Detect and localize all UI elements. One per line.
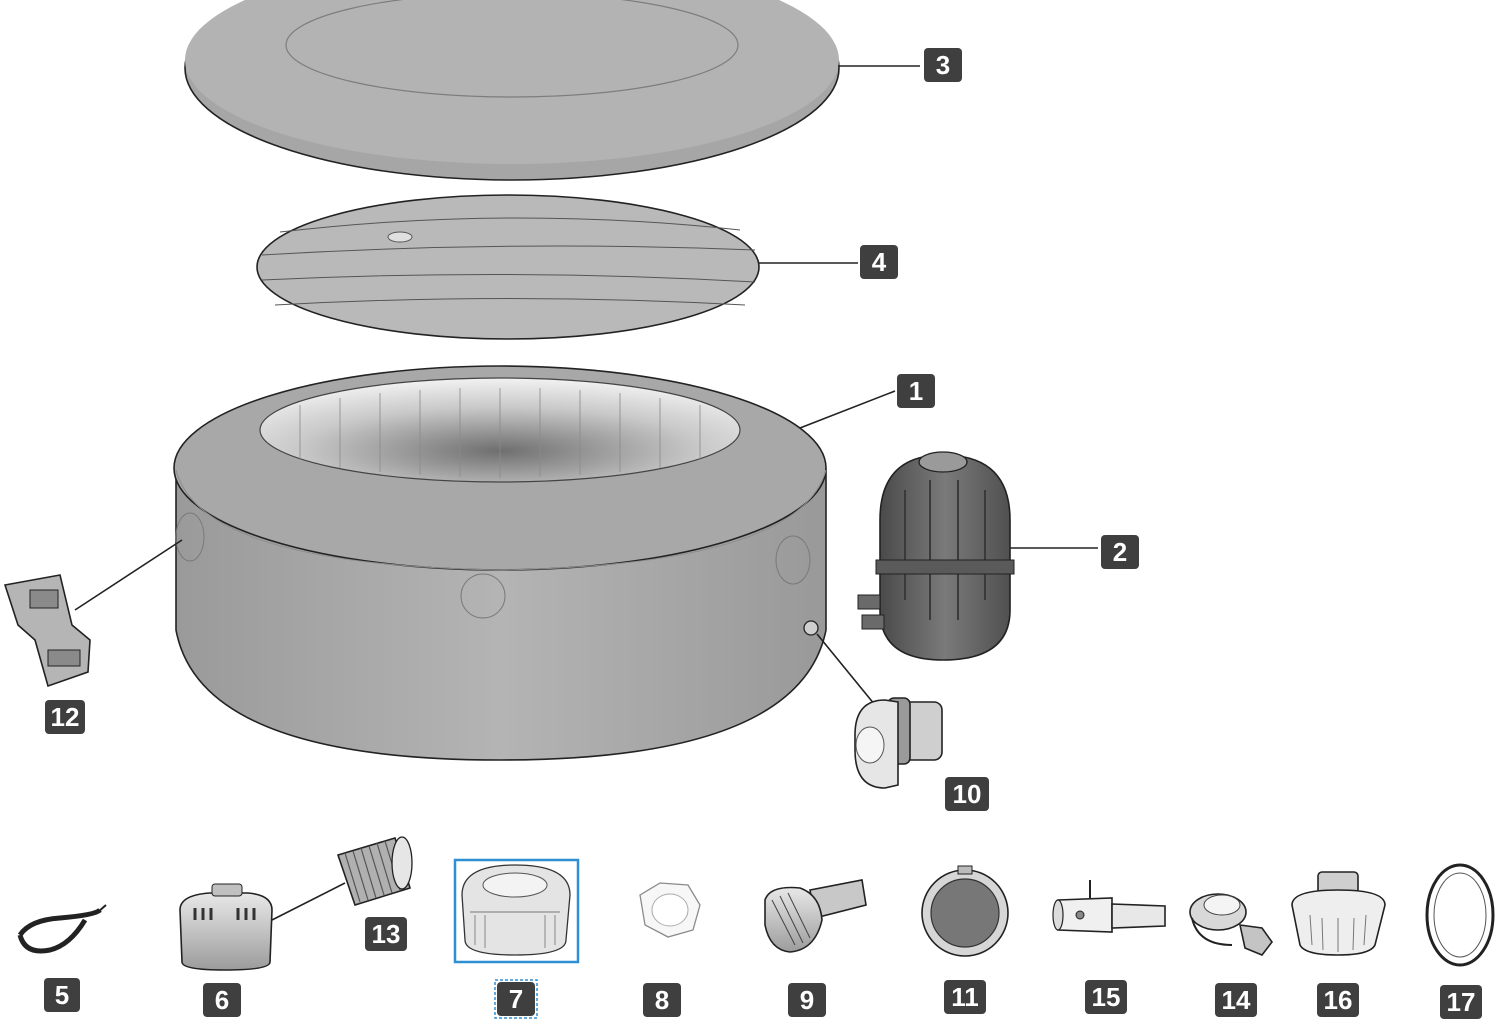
inflation-adapter [1189,893,1273,956]
valve-cap [921,865,1009,957]
label-1: 1 [909,376,923,406]
air-valve [1291,871,1386,956]
drain-valve [816,633,943,789]
inflation-hose [17,904,107,954]
label-badge-5: 5 [44,978,80,1012]
label-badge-1: 1 [897,374,935,408]
label-3: 3 [936,50,950,80]
label-17: 17 [1447,987,1476,1017]
label-7: 7 [509,984,523,1014]
inflatable-lid [256,194,858,340]
label-16: 16 [1324,985,1353,1015]
hose-adapter [1052,880,1166,933]
label-badge-16: 16 [1317,983,1359,1017]
filter-pump-unit [857,451,1098,661]
label-12: 12 [51,702,80,732]
label-badge-2: 2 [1101,535,1139,569]
label-13: 13 [372,919,401,949]
strainer-connector[interactable] [453,858,580,964]
label-15: 15 [1092,982,1121,1012]
label-badge-12: 12 [45,700,85,734]
label-badge-7[interactable]: 7 [494,979,538,1019]
adapter-valve [764,879,867,953]
filter-housing [179,882,346,971]
label-badge-4: 4 [860,245,898,279]
label-badge-9: 9 [788,983,826,1017]
label-badge-13: 13 [365,917,407,951]
hose-nut [639,882,701,938]
label-badge-8: 8 [643,983,681,1017]
label-11: 11 [951,982,979,1012]
filter-cartridge [336,836,413,906]
tub-cover [184,0,920,181]
label-2: 2 [1113,537,1127,567]
label-4: 4 [872,247,887,277]
label-badge-17: 17 [1440,985,1482,1019]
label-14: 14 [1222,985,1251,1015]
inflatable-tub-body [173,365,896,761]
label-10: 10 [953,779,982,809]
label-6: 6 [215,985,229,1015]
label-badge-6: 6 [203,983,241,1017]
label-badge-11: 11 [944,980,986,1014]
label-badge-10: 10 [945,777,989,811]
cover-buckle [3,539,183,688]
label-badge-14: 14 [1215,983,1257,1017]
label-5: 5 [55,980,69,1010]
label-8: 8 [655,985,669,1015]
label-badge-3: 3 [924,48,962,82]
label-badge-15: 15 [1085,980,1127,1014]
label-9: 9 [800,985,814,1015]
o-ring-seal [1425,863,1495,967]
